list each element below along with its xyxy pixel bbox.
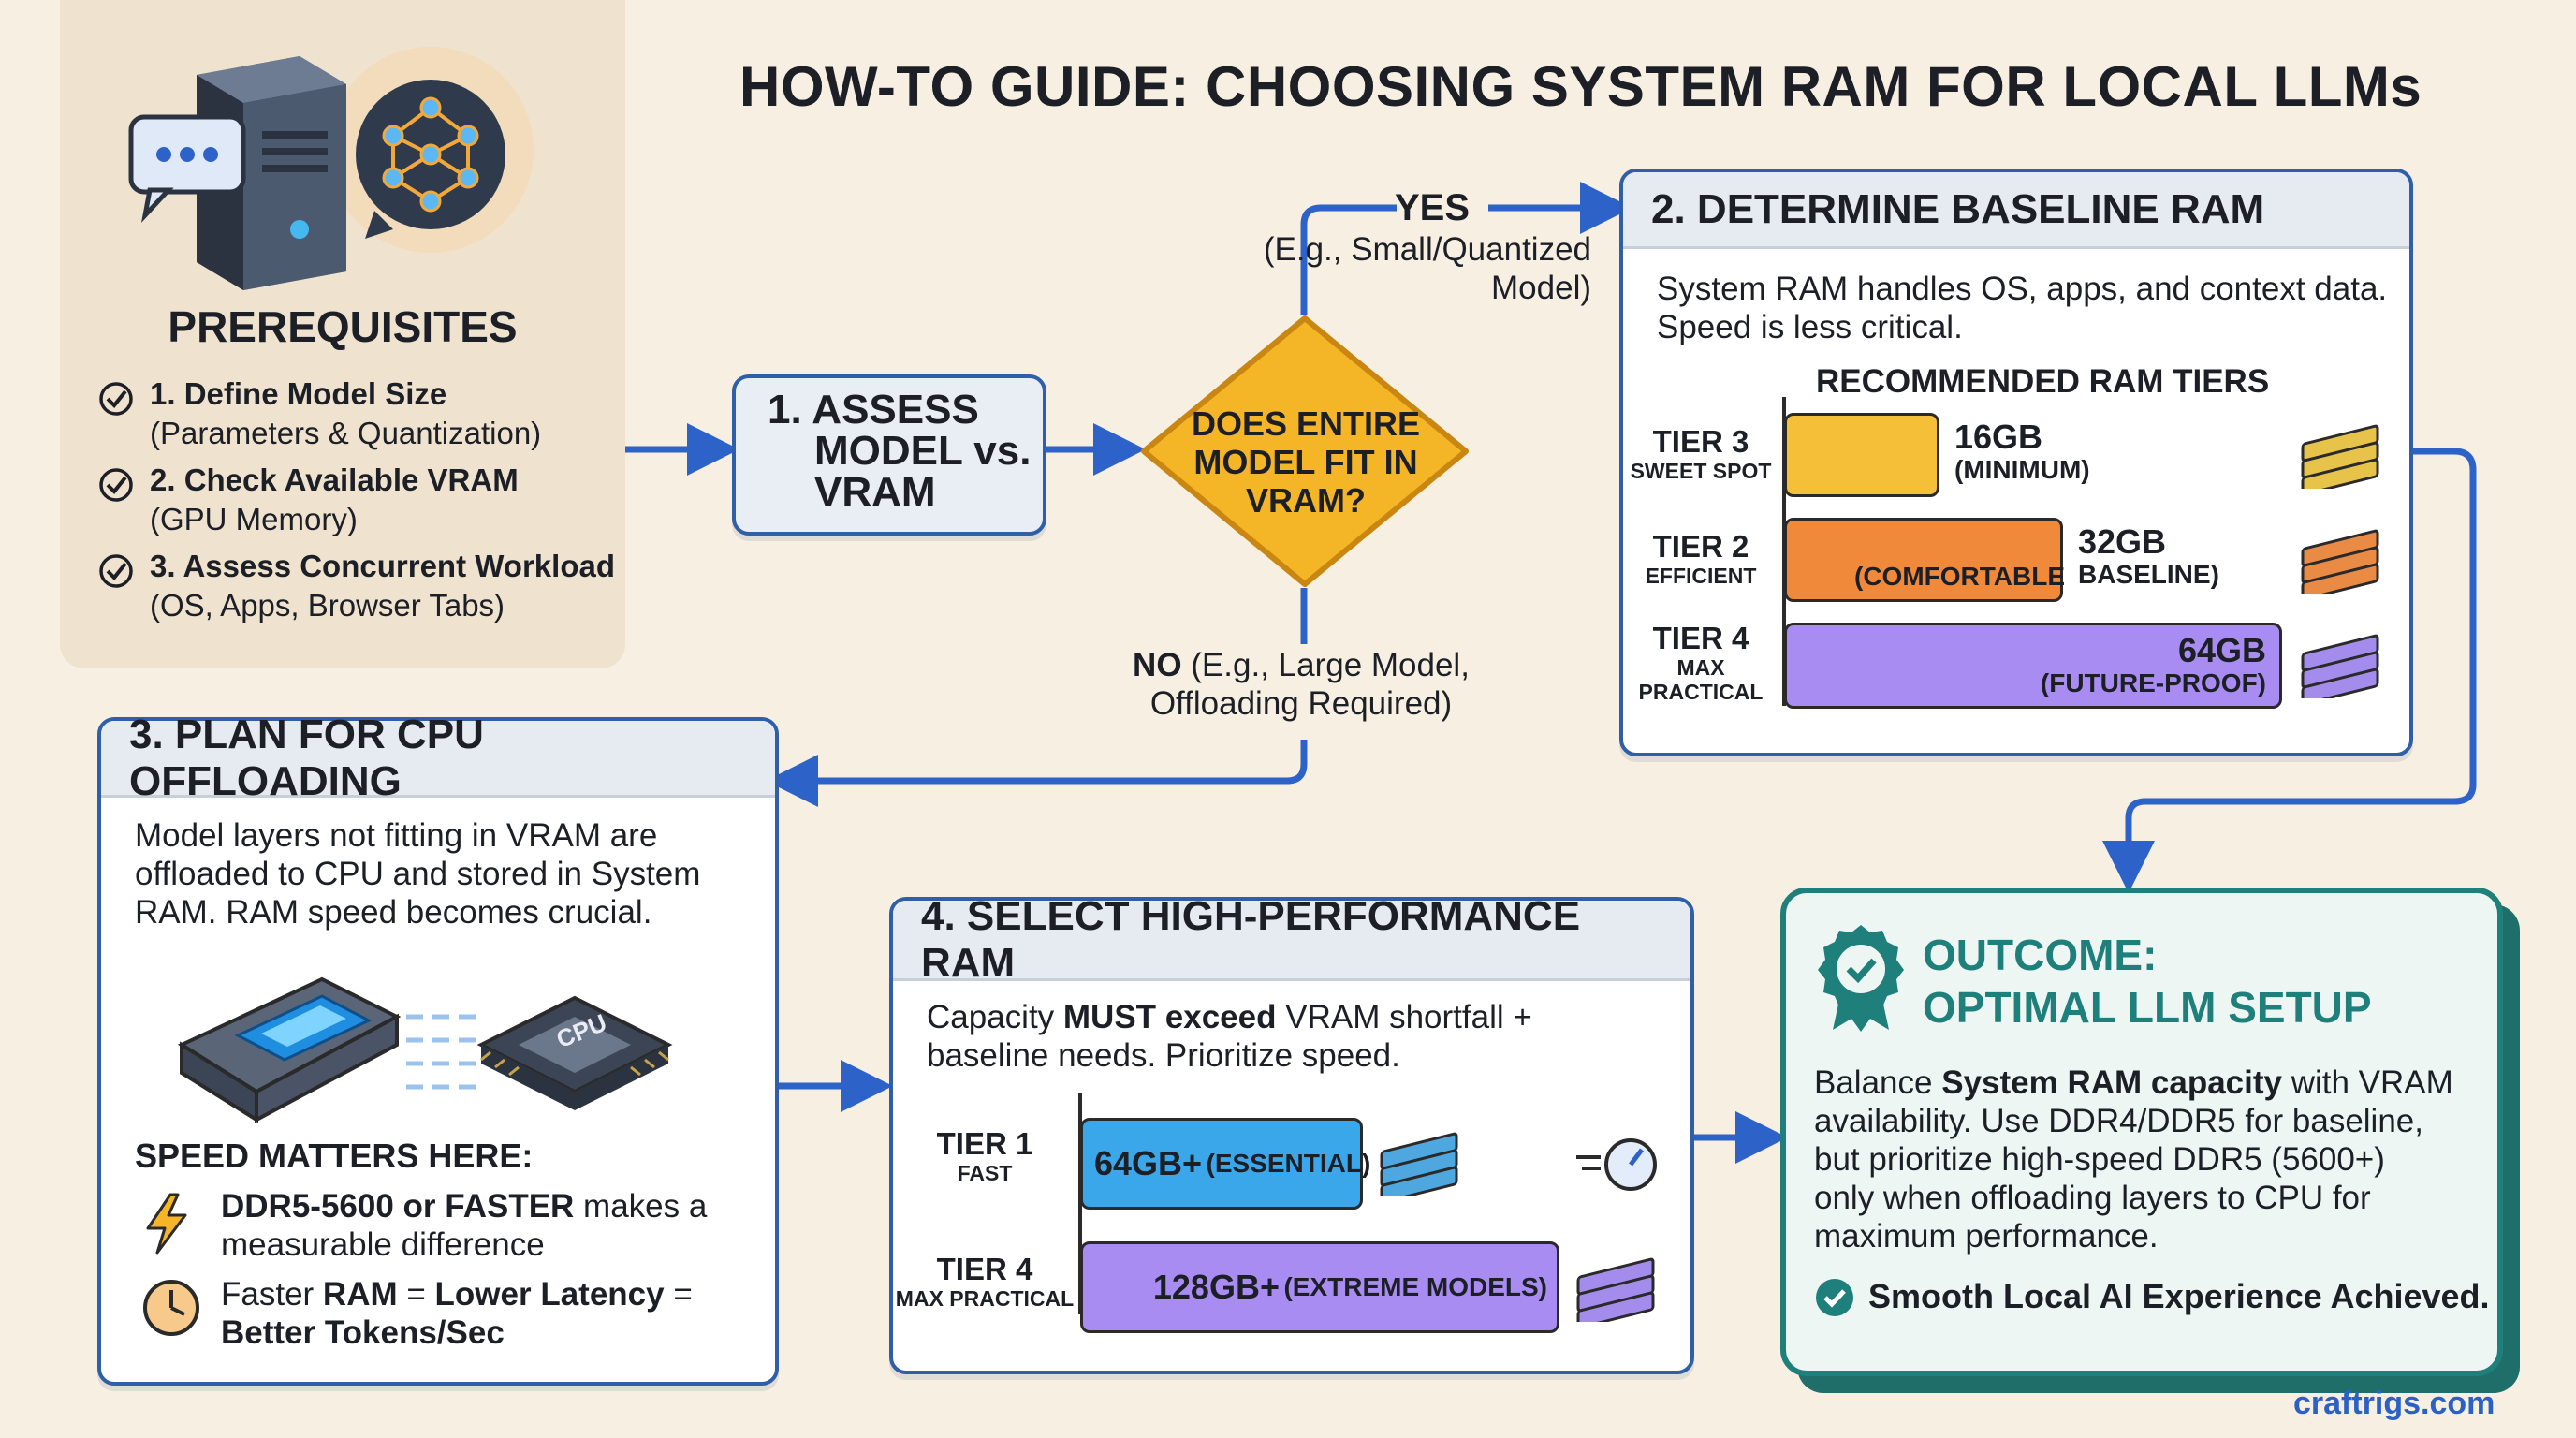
prerequisite-item: 1. Define Model Size (Parameters & Quant… (97, 376, 622, 461)
page-title: HOW-TO GUIDE: CHOOSING SYSTEM RAM FOR LO… (739, 55, 2422, 118)
tier2-value: 32GB BASELINE) (2078, 522, 2219, 590)
step4-high-perf-box: 4. SELECT HIGH-PERFORMANCE RAM Capacity … (889, 893, 1694, 1374)
ram-stick-icon (1380, 1132, 1458, 1196)
step4-heading: 4. SELECT HIGH-PERFORMANCE RAM (893, 893, 1690, 986)
tier2-bar: (COMFORTABLE (1784, 518, 2065, 602)
outcome-result: Smooth Local AI Experience Achieved. (1868, 1277, 2490, 1315)
arrow-no-to-step3 (766, 740, 1308, 807)
tier3-value: 16GB (MINIMUM) (1954, 418, 2090, 485)
chat-bubble-icon (128, 114, 246, 224)
outcome-description: Balance System RAM capacity with VRAM av… (1814, 1064, 2453, 1255)
tier-label: TIER 1 FAST (936, 1126, 1033, 1186)
tier-label: TIER 3 SWEET SPOT (1630, 424, 1772, 484)
gpu-to-cpu-illustration (177, 976, 673, 1123)
step3-heading: 3. PLAN FOR CPU OFFLOADING (101, 712, 775, 804)
ram-stick-icon (2301, 529, 2379, 594)
tier-label: TIER 4 MAX PRACTICAL (1638, 621, 1764, 705)
check-circle-icon (1816, 1279, 1853, 1316)
award-badge-icon (1818, 925, 1904, 1032)
no-detail: NO (E.g., Large Model, Offloading Requir… (1133, 647, 1470, 722)
yes-label: YES (1395, 187, 1471, 228)
step2-baseline-box: 2. DETERMINE BASELINE RAM System RAM han… (1619, 169, 2413, 756)
no-label: NO (1133, 647, 1182, 683)
arrow-step2-to-outcome (2102, 448, 2477, 893)
prerequisites-heading: PREREQUISITES (168, 302, 518, 351)
cpu-chip-icon (476, 995, 673, 1110)
step3-offloading-box: 3. PLAN FOR CPU OFFLOADING Model layers … (97, 712, 779, 1386)
yes-detail: (E.g., Small/Quantized Model) (1263, 231, 1591, 306)
decision-question: DOES ENTIRE MODEL FIT IN VRAM? (1191, 404, 1421, 520)
tier1-bar: 64GB+ (ESSENTIAL) (1080, 1118, 1370, 1210)
tier4-bar: 64GB (FUTURE-PROOF) (1784, 623, 2282, 709)
ram-stick-icon (2301, 424, 2379, 489)
prerequisite-item: 2. Check Available VRAM (GPU Memory) (97, 462, 622, 547)
check-circle-icon (99, 554, 133, 588)
check-circle-icon (99, 468, 133, 502)
step1-assess-box: 1. ASSESS MODEL vs. VRAM (732, 374, 1046, 536)
decision-diamond (1141, 315, 1469, 587)
speed-bullet-ddr5: DDR5-5600 or FASTER makes a measurable d… (221, 1188, 708, 1263)
neural-network-icon (356, 80, 505, 239)
outcome-title: OUTCOME: OPTIMAL LLM SETUP (1923, 931, 2372, 1032)
speed-bullet-latency: Faster RAM = Lower Latency = Better Toke… (221, 1276, 693, 1351)
check-circle-icon (99, 382, 133, 416)
tier-label: TIER 2 EFFICIENT (1645, 529, 1757, 589)
tier3-bar (1784, 413, 1939, 497)
tier-label: TIER 4 MAX PRACTICAL (895, 1252, 1075, 1312)
data-flow-lines (406, 1014, 481, 1090)
outcome-box: OUTCOME: OPTIMAL LLM SETUP Balance Syste… (1780, 888, 2503, 1376)
footer-brand: craftrigs.com (2293, 1386, 2496, 1421)
tiers-heading: RECOMMENDED RAM TIERS (1816, 363, 2270, 400)
ram-stick-icon (2301, 634, 2379, 698)
step2-description: System RAM handles OS, apps, and context… (1657, 271, 2388, 345)
step3-description: Model layers not fitting in VRAM are off… (135, 817, 701, 931)
lightning-icon (146, 1193, 187, 1255)
speed-heading: SPEED MATTERS HERE: (135, 1137, 534, 1175)
gpu-icon (177, 976, 402, 1123)
prerequisite-item: 3. Assess Concurrent Workload (OS, Apps,… (97, 549, 622, 633)
ram-stick-icon (1576, 1257, 1655, 1322)
server-ai-illustration (128, 47, 534, 290)
step2-heading: 2. DETERMINE BASELINE RAM (1623, 172, 2409, 249)
step4-description: Capacity MUST exceed VRAM shortfall + ba… (927, 999, 1532, 1074)
arrow-yes-line (1300, 204, 1397, 315)
clock-icon (143, 1280, 199, 1336)
tier4-high-bar: 128GB+ (EXTREME MODELS) (1080, 1241, 1559, 1333)
speedometer-icon (1576, 1138, 1657, 1191)
